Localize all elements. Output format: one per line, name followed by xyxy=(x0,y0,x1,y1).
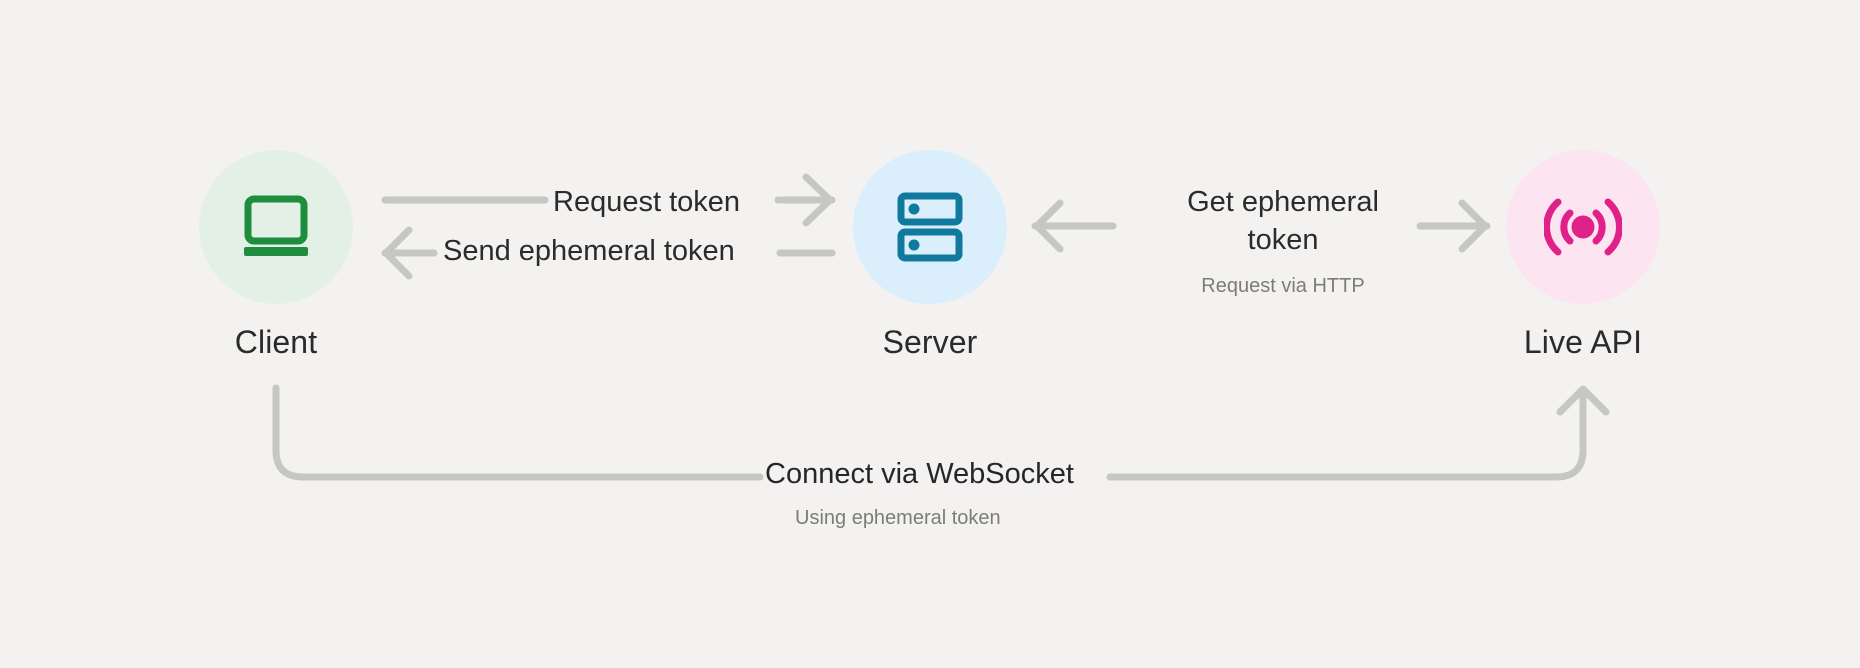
server-rack-icon xyxy=(897,192,963,262)
edge-label-get-ephemeral-token: Get ephemeral token xyxy=(1187,186,1379,256)
get-token-right-arrowhead xyxy=(1458,199,1489,253)
broadcast-signal-icon xyxy=(1544,198,1622,256)
node-server[interactable]: Server xyxy=(830,150,1030,358)
laptop-icon xyxy=(244,195,308,256)
node-live-api[interactable]: Live API xyxy=(1483,150,1683,358)
live-api-circle xyxy=(1506,150,1660,304)
get-token-left-arrowhead xyxy=(1033,199,1064,253)
edge-sublabel-using-ephemeral-token: Using ephemeral token xyxy=(795,507,1001,529)
live-api-label: Live API xyxy=(1523,324,1643,360)
server-label: Server xyxy=(882,324,978,360)
node-client[interactable]: Client xyxy=(176,150,376,358)
send-token-arrowhead xyxy=(382,226,413,280)
request-token-arrowhead xyxy=(802,173,834,227)
edge-sublabel-request-via-http: Request via HTTP xyxy=(1201,275,1365,297)
websocket-arrowhead xyxy=(1556,385,1610,416)
websocket-path-right xyxy=(1106,386,1587,481)
edge-label-connect-websocket: Connect via WebSocket xyxy=(765,458,1074,490)
server-circle xyxy=(853,150,1007,304)
edge-label-send-ephemeral-token: Send ephemeral token xyxy=(443,235,735,267)
edge-label-request-token: Request token xyxy=(553,186,741,218)
websocket-path-left xyxy=(272,384,764,481)
client-label: Client xyxy=(234,324,318,360)
client-circle xyxy=(199,150,353,304)
